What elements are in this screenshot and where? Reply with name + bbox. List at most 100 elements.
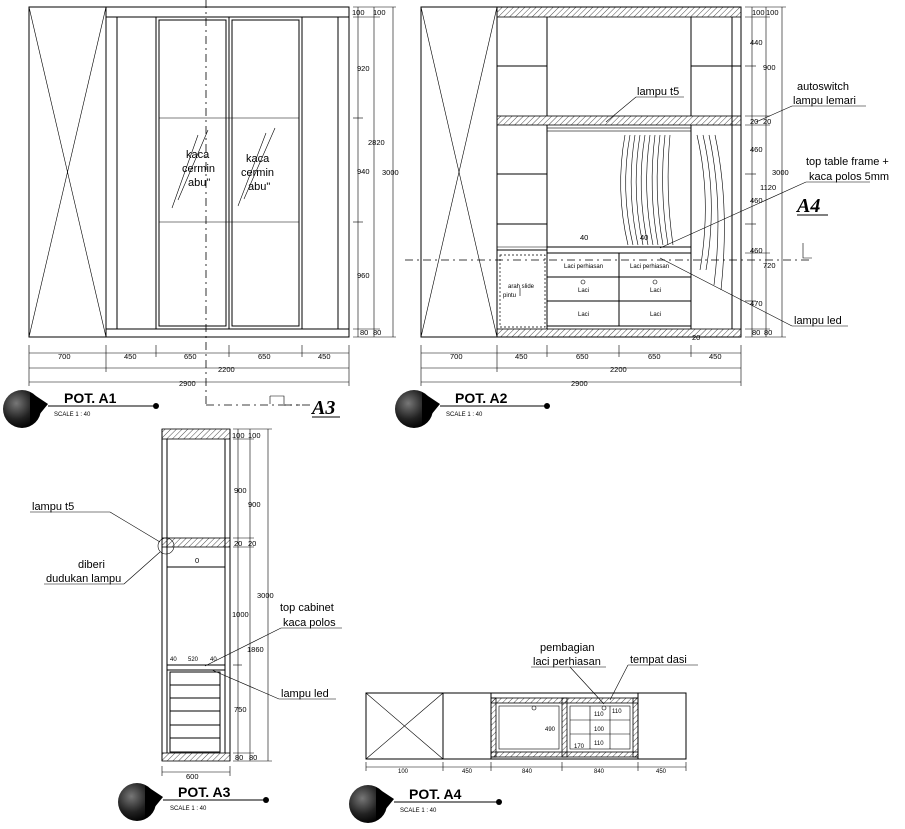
dim-label: 470 (750, 299, 763, 308)
dim-label: 100 (352, 8, 365, 17)
dim-label: 170 (574, 744, 585, 750)
drawer-label: Laci (650, 288, 661, 294)
dim-label: 650 (648, 352, 661, 361)
drawer-label: Laci (578, 288, 589, 294)
dim-label: 750 (234, 705, 247, 714)
drawing-title: POT. A2 (455, 390, 508, 406)
dim-label: 450 (515, 352, 528, 361)
label-diberi-1: diberi (78, 559, 105, 571)
dim-label: 80 (752, 328, 760, 337)
dim-label: 100 (752, 8, 765, 17)
dim-label: 100 (594, 727, 605, 733)
glass-label-right-3: abu" (248, 181, 270, 193)
dim-label: 20 (763, 117, 771, 126)
glass-label-right-2: cermin (241, 167, 274, 179)
dim-label: 80 (249, 753, 257, 762)
dim-label: 960 (357, 271, 370, 280)
dim-label: 900 (234, 486, 247, 495)
label-top-cabinet-1: top cabinet (280, 602, 334, 614)
dim-label: 20 (234, 539, 242, 548)
label-lampu-t5: lampu t5 (637, 86, 679, 98)
dim-label: 940 (357, 167, 370, 176)
dim-label: 100 (232, 431, 245, 440)
dim-label: 650 (258, 352, 271, 361)
dim-label: 80 (360, 328, 368, 337)
dim-label: 720 (763, 261, 776, 270)
elevation-a2: 40 40 Laci perhiasan Laci perhiasan Laci… (395, 6, 889, 428)
dim-label: 2200 (610, 365, 627, 374)
drawer-label: Laci (650, 312, 661, 318)
dim-label: 840 (594, 769, 605, 775)
dim-label: 3000 (772, 168, 789, 177)
dim-label: 650 (184, 352, 197, 361)
dim-label: 80 (373, 328, 381, 337)
section-marker-a4: A4 (795, 195, 820, 217)
dim-label: 490 (545, 727, 556, 733)
dim-label: 80 (235, 753, 243, 762)
drawer-label: Laci perhiasan (630, 264, 669, 270)
plan-a4: 490 110 100 110 170 110 pembagian laci p… (349, 642, 698, 823)
drawing-scale: SCALE 1 : 40 (400, 808, 437, 814)
glass-label-left-1: kaca (186, 149, 210, 161)
drawing-scale: SCALE 1 : 40 (54, 412, 91, 418)
dim-label: 40 (580, 233, 588, 242)
dim-label: 2820 (368, 138, 385, 147)
section-marker-a3: A3 (310, 397, 335, 419)
dim-label: 100 (373, 8, 386, 17)
slide-label-1: arah slide (508, 284, 535, 290)
label-tempat-dasi: tempat dasi (630, 654, 687, 666)
drawing-title: POT. A3 (178, 784, 231, 800)
drawing-title: POT. A1 (64, 390, 117, 406)
glass-label-left-2: cermin (182, 163, 215, 175)
dim-label: 100 (766, 8, 779, 17)
dim-label: 20 (248, 539, 256, 548)
dim-label: 0 (195, 556, 199, 565)
dim-label: 3000 (257, 591, 274, 600)
label-top-table-1: top table frame + (806, 156, 889, 168)
dim-label: 920 (357, 64, 370, 73)
dim-label: 40 (170, 657, 177, 663)
dim-label: 450 (318, 352, 331, 361)
dim-label: 450 (709, 352, 722, 361)
drawing-scale: SCALE 1 : 40 (170, 806, 207, 812)
dim-label: 900 (248, 500, 261, 509)
dim-label: 840 (522, 769, 533, 775)
dim-label: 900 (763, 63, 776, 72)
dim-label: 110 (594, 712, 604, 718)
label-lampu-t5: lampu t5 (32, 501, 74, 513)
dim-label: 450 (462, 769, 473, 775)
dim-label: 1860 (247, 645, 264, 654)
dim-label: 20 (750, 117, 758, 126)
label-lampu-led: lampu led (794, 315, 842, 327)
glass-label-left-3: abu" (188, 177, 210, 189)
dim-label: 1120 (760, 183, 776, 192)
dim-label: 700 (58, 352, 71, 361)
label-top-table-2: kaca polos 5mm (809, 171, 889, 183)
glass-label-right-1: kaca (246, 153, 270, 165)
label-diberi-2: dudukan lampu (46, 573, 121, 585)
dim-label: 3000 (382, 168, 399, 177)
dim-label: 2200 (218, 365, 235, 374)
drawing-title: POT. A4 (409, 786, 462, 802)
dim-label: 110 (612, 709, 622, 715)
dim-label: 600 (186, 772, 199, 781)
section-a3: 0 40 520 40 lampu t5 diberi dudukan lamp… (30, 428, 342, 821)
dim-label: 450 (124, 352, 137, 361)
dim-label: 100 (248, 431, 261, 440)
dim-label: 40 (640, 233, 648, 242)
drawing-scale: SCALE 1 : 40 (446, 412, 483, 418)
dim-label: 440 (750, 38, 763, 47)
dim-label: 460 (750, 246, 763, 255)
dim-label: 520 (188, 657, 199, 663)
elevation-a1: kaca cermin abu" kaca cermin abu" 100 10… (3, 0, 399, 428)
label-autoswitch-1: autoswitch (797, 81, 849, 93)
label-autoswitch-2: lampu lemari (793, 95, 856, 107)
dim-label: 450 (656, 769, 667, 775)
label-lampu-led: lampu led (281, 688, 329, 700)
dim-label: 110 (594, 741, 604, 747)
dim-label: 460 (750, 145, 763, 154)
dim-label: 650 (576, 352, 589, 361)
label-pembagian-1: pembagian (540, 642, 594, 654)
dim-label: 700 (450, 352, 463, 361)
